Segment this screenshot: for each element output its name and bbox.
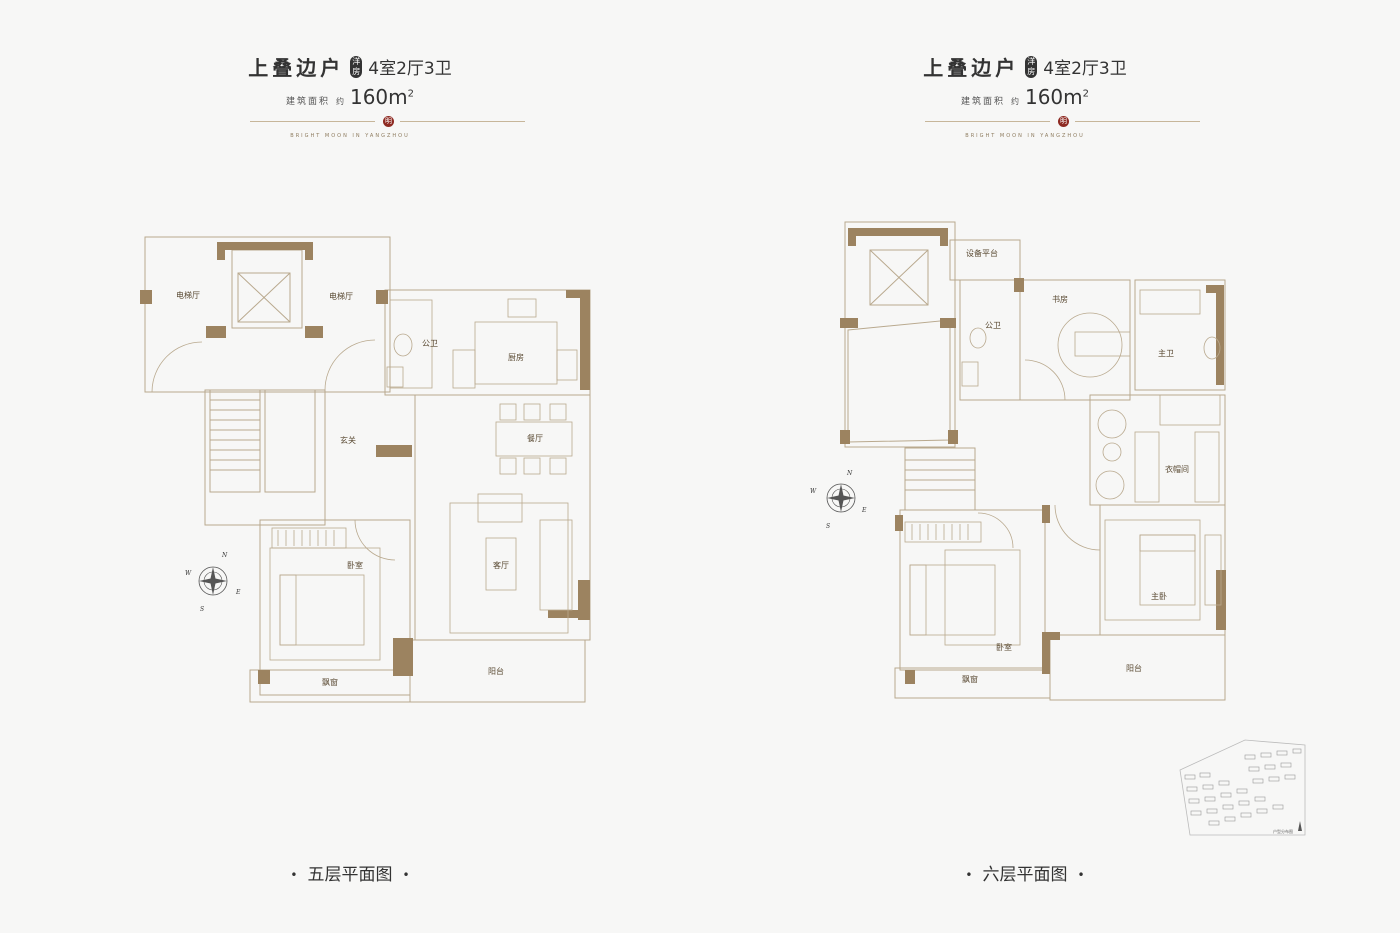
brand-subtitle: BRIGHT MOON IN YANGZHOU xyxy=(965,133,1085,139)
room-label-dining: 餐厅 xyxy=(527,434,543,443)
plan-furniture xyxy=(151,298,578,661)
unit-layout: 4室2厅3卫 xyxy=(1043,59,1127,79)
svg-text:E: E xyxy=(235,589,241,596)
area-label: 建筑面积 xyxy=(960,97,1005,107)
floor-plan-6f: 设备平台 书房 公卫 主卫 衣帽间 主卧 卧室 飘窗 阳台 N E S W xyxy=(810,221,1226,701)
floor-plan-5f: 电梯厅 电梯厅 公卫 厨房 餐厅 玄关 客厅 卧室 飘窗 阳台 N E S W xyxy=(140,236,591,703)
seal-badge: 洋房 xyxy=(350,55,363,78)
floor-title: •六层平面图• xyxy=(965,865,1085,885)
area-approx: 约 xyxy=(335,97,344,106)
plan-walls xyxy=(144,236,591,703)
svg-text:S: S xyxy=(826,523,830,530)
area-value: 160m2 xyxy=(1024,85,1090,109)
plan-solid-walls xyxy=(140,242,590,684)
room-label-master-bath: 主卫 xyxy=(1158,348,1174,358)
area-approx: 约 xyxy=(1010,97,1019,106)
svg-text:W: W xyxy=(185,570,192,577)
room-label-living: 客厅 xyxy=(493,560,509,570)
floor-plan-panel-6f: 上叠边户 洋房 4室2厅3卫 建筑面积 约 160m2 明 BRIGHT MOO… xyxy=(675,0,1375,933)
unit-title: 上叠边户 xyxy=(923,56,1020,80)
svg-text:N: N xyxy=(846,470,853,477)
plan-header: 上叠边户 洋房 4室2厅3卫 建筑面积 约 160m2 xyxy=(675,52,1375,109)
room-label-closet: 衣帽间 xyxy=(1165,464,1189,474)
room-label-kitchen: 厨房 xyxy=(508,352,524,362)
svg-text:E: E xyxy=(861,507,867,514)
unit-title: 上叠边户 xyxy=(248,56,345,80)
compass-rose-icon: N E S W xyxy=(185,552,241,613)
seal-badge: 洋房 xyxy=(1025,55,1038,78)
svg-text:S: S xyxy=(200,606,204,613)
area-label: 建筑面积 xyxy=(285,97,330,107)
plan-furniture xyxy=(904,289,1222,646)
room-label-balcony: 阳台 xyxy=(488,666,504,676)
room-label-bay-window: 飘窗 xyxy=(322,677,338,687)
key-plan-label: 户型分布图 xyxy=(1273,828,1293,834)
site-key-plan: 户型分布图 xyxy=(1179,739,1306,836)
plan-solid-walls xyxy=(840,228,1226,684)
floor-title: •五层平面图• xyxy=(290,865,410,885)
room-label-foyer: 玄关 xyxy=(340,435,356,445)
room-label-public-bath: 公卫 xyxy=(422,339,438,348)
north-arrow-icon xyxy=(1298,821,1302,831)
room-label-elevator-hall-1: 电梯厅 xyxy=(176,290,200,300)
room-label-master-bedroom: 主卧 xyxy=(1151,591,1167,601)
plan-header: 上叠边户 洋房 4室2厅3卫 建筑面积 约 160m2 xyxy=(0,52,700,109)
room-label-elevator-hall-2: 电梯厅 xyxy=(329,291,353,301)
unit-layout: 4室2厅3卫 xyxy=(368,59,452,79)
room-label-public-bath: 公卫 xyxy=(985,321,1001,330)
svg-text:N: N xyxy=(221,552,228,559)
room-label-balcony: 阳台 xyxy=(1126,663,1142,673)
room-label-bedroom: 卧室 xyxy=(347,560,363,570)
brand-subtitle: BRIGHT MOON IN YANGZHOU xyxy=(290,133,410,139)
area-value: 160m2 xyxy=(349,85,415,109)
svg-text:W: W xyxy=(810,488,817,495)
room-label-study: 书房 xyxy=(1052,294,1068,304)
compass-rose-icon: N E S W xyxy=(810,470,867,530)
brand-badge: 明 xyxy=(1058,116,1069,127)
room-label-bay-window: 飘窗 xyxy=(962,674,978,684)
room-label-equipment-platform: 设备平台 xyxy=(966,248,998,258)
floor-plan-panel-5f: 上叠边户 洋房 4室2厅3卫 建筑面积 约 160m2 明 BRIGHT MOO… xyxy=(0,52,700,885)
brand-badge: 明 xyxy=(383,116,394,127)
plan-walls xyxy=(844,221,1226,701)
room-label-bedroom: 卧室 xyxy=(996,642,1012,652)
